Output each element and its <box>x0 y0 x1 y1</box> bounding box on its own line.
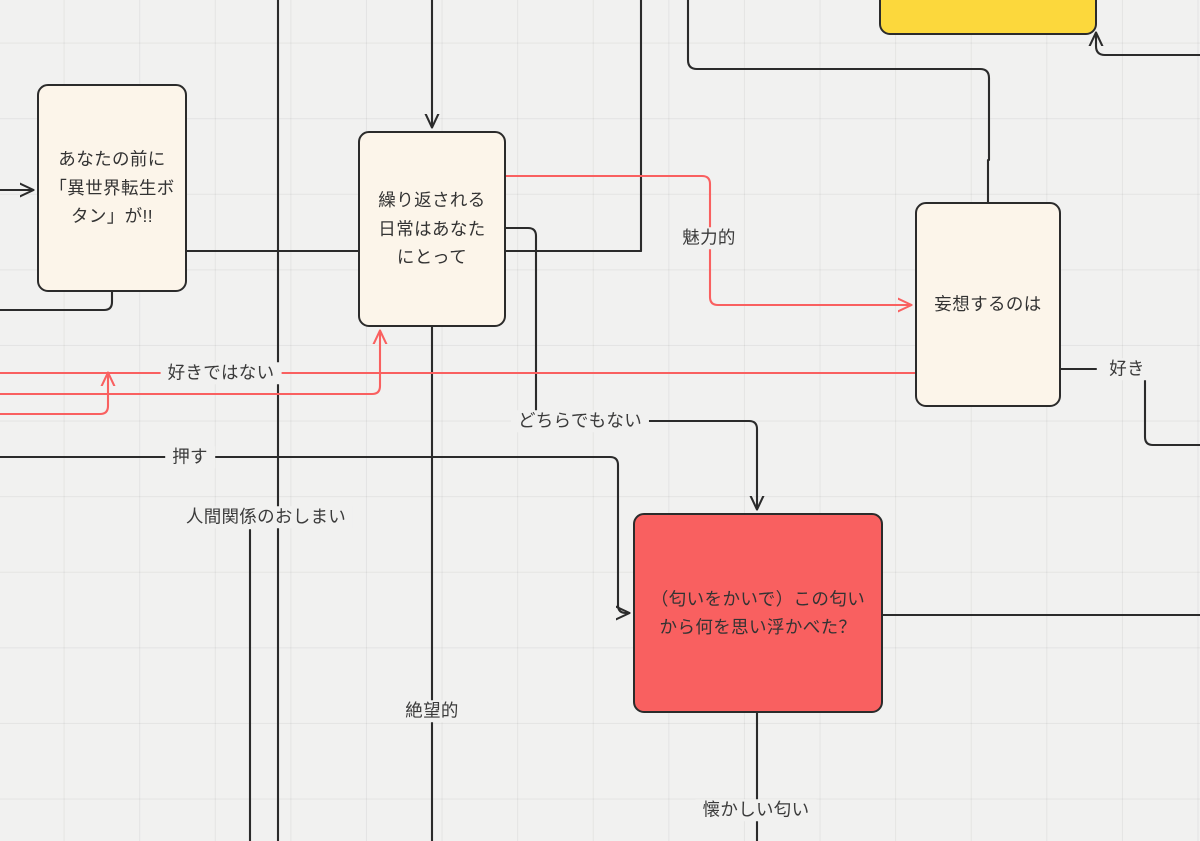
node-isekai-button[interactable]: あなたの前に「異世界転生ボタン」が!! <box>37 84 187 292</box>
node-delusion[interactable]: 妄想するのは <box>915 202 1061 407</box>
edge-push-into-smell-left[interactable] <box>608 455 629 613</box>
edge-neither-into-smell-top[interactable] <box>639 419 757 509</box>
edge-label-push: 押す <box>165 446 215 468</box>
edge-like-down-right[interactable] <box>1143 378 1200 447</box>
edge-repeated-right-hook[interactable] <box>504 226 538 412</box>
edge-label-nostalgic: 懐かしい匂い <box>695 799 817 821</box>
edge-red-left-step-to-repeated[interactable] <box>0 373 108 416</box>
node-label: （匂いをかいで）この匂いから何を思い浮かべた？ <box>650 588 866 637</box>
edge-label-like: 好き <box>1102 358 1152 380</box>
edge-into-yellow-bottom[interactable] <box>1096 33 1200 57</box>
edge-label-despair: 絶望的 <box>398 700 466 722</box>
edge-label-neither: どちらでもない <box>510 410 650 432</box>
node-label: あなたの前に「異世界転生ボタン」が!! <box>49 149 175 227</box>
edge-label-not-like: 好きではない <box>160 362 282 384</box>
node-yellow-clipped[interactable] <box>879 0 1097 35</box>
node-repeated-daily-life[interactable]: 繰り返される日常はあなたにとって <box>358 131 506 327</box>
node-label: 繰り返される日常はあなたにとって <box>378 190 486 268</box>
edge-label-end-of-ties: 人間関係のおしまい <box>178 506 354 528</box>
edge-isekai-bottom-left[interactable] <box>0 290 114 312</box>
node-label: 妄想するのは <box>934 294 1042 315</box>
edge-label-charming: 魅力的 <box>675 227 743 249</box>
node-smell-question[interactable]: （匂いをかいで）この匂いから何を思い浮かべた？ <box>633 513 883 713</box>
